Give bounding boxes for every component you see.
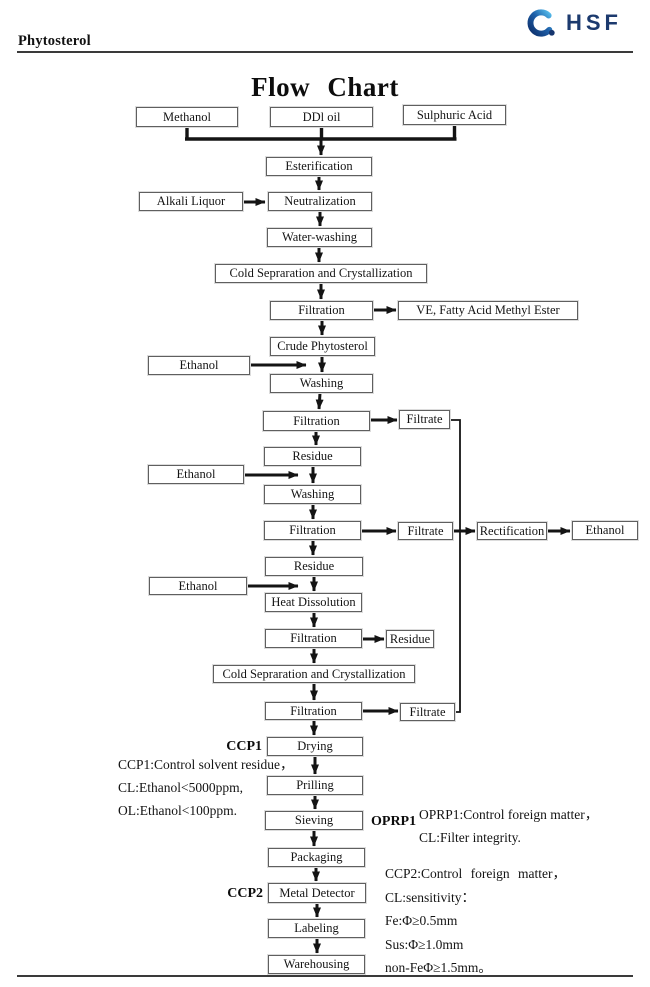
ccp2-annotation: CCP2:Control foreign matter， CL:sensitiv… <box>385 862 566 980</box>
flow-node-esterification: Esterification <box>266 157 372 176</box>
flow-node-filtrate-3: Filtrate <box>400 703 455 721</box>
flow-node-crude-phytosterol: Crude Phytosterol <box>270 337 375 356</box>
flow-node-heat-dissolution: Heat Dissolution <box>265 593 362 612</box>
flow-node-filtrate-1: Filtrate <box>399 410 450 429</box>
flow-node-washing-1: Washing <box>270 374 373 393</box>
flow-node-ethanol-output: Ethanol <box>572 521 638 540</box>
flow-node-residue-2: Residue <box>265 557 363 576</box>
ccp1-annotation-line: CL:Ethanol<5000ppm, <box>118 780 243 795</box>
flow-node-ethanol-input-2: Ethanol <box>148 465 244 484</box>
ccp2-annotation-line: CCP2:Control foreign matter， <box>385 866 566 881</box>
flow-node-filtration-2: Filtration <box>263 411 370 431</box>
flow-node-filtration-4: Filtration <box>265 629 362 648</box>
flow-node-ve-fatty-acid-methyl-ester: VE, Fatty Acid Methyl Ester <box>398 301 578 320</box>
flow-node-ddl-oil-input: DDl oil <box>270 107 373 127</box>
ccp1-label: CCP1 <box>226 739 262 754</box>
flow-node-packaging: Packaging <box>268 848 365 867</box>
flow-node-drying: Drying <box>267 737 363 756</box>
flow-node-metal-detector: Metal Detector <box>268 883 366 903</box>
flow-node-sieving: Sieving <box>265 811 363 830</box>
oprp1-label: OPRP1 <box>371 814 417 829</box>
flow-node-warehousing: Warehousing <box>268 955 365 974</box>
flow-node-neutralization: Neutralization <box>268 192 372 211</box>
flow-node-methanol-input: Methanol <box>136 107 238 127</box>
flow-node-prilling: Prilling <box>267 776 363 795</box>
flow-node-cold-separation-2: Cold Sepraration and Crystallization <box>213 665 415 683</box>
flow-node-residue-output: Residue <box>386 630 434 648</box>
flow-node-water-washing: Water-washing <box>267 228 372 247</box>
flow-node-filtration-3: Filtration <box>264 521 361 540</box>
brand-text: HSF <box>566 10 622 35</box>
ccp1-annotation-line: OL:Ethanol<100ppm. <box>118 803 237 818</box>
ccp2-label: CCP2 <box>227 886 263 901</box>
ccp1-annotation-line: CCP1:Control solvent residue， <box>118 757 294 772</box>
ccp1-annotation: CCP1:Control solvent residue， CL:Ethanol… <box>118 753 294 822</box>
flow-node-ethanol-input-3: Ethanol <box>149 577 247 595</box>
oprp1-annotation: OPRP1:Control foreign matter， CL:Filter … <box>419 803 598 849</box>
ccp2-annotation-line: Sus:Φ≥1.0mm <box>385 936 464 952</box>
flow-node-alkali-liquor-input: Alkali Liquor <box>139 192 243 211</box>
flow-node-filtration-1: Filtration <box>270 301 373 320</box>
flow-node-cold-separation-1: Cold Sepraration and Crystallization <box>215 264 427 283</box>
chart-title: Flow Chart <box>251 72 399 102</box>
flow-node-filtration-5: Filtration <box>265 702 362 720</box>
ccp2-annotation-line: CL:sensitivity： <box>385 889 476 905</box>
ccp2-annotation-line: non-FeΦ≥1.5mm。 <box>385 960 492 975</box>
company-logo: HSF <box>525 4 622 42</box>
flow-node-washing-2: Washing <box>264 485 361 504</box>
flow-node-ethanol-input-1: Ethanol <box>148 356 250 375</box>
flow-node-rectification: Rectification <box>477 522 547 540</box>
flow-node-filtrate-2: Filtrate <box>398 522 453 540</box>
hsf-logo-icon <box>527 9 555 37</box>
connector-input-tee <box>185 125 457 141</box>
flow-node-sulphuric-acid-input: Sulphuric Acid <box>403 105 506 125</box>
arrow-washing1-filtration2 <box>315 392 324 410</box>
ccp2-annotation-line: Fe:Φ≥0.5mm <box>385 913 458 928</box>
flow-node-labeling: Labeling <box>268 919 365 938</box>
flow-node-residue-1: Residue <box>264 447 361 466</box>
oprp1-annotation-line: OPRP1:Control foreign matter， <box>419 807 599 822</box>
connector-filtrate-loop <box>450 419 461 713</box>
footer-divider <box>17 975 633 977</box>
page-title: Phytosterol <box>18 33 91 49</box>
header-divider <box>17 51 633 53</box>
oprp1-annotation-line: CL:Filter integrity. <box>419 830 521 845</box>
